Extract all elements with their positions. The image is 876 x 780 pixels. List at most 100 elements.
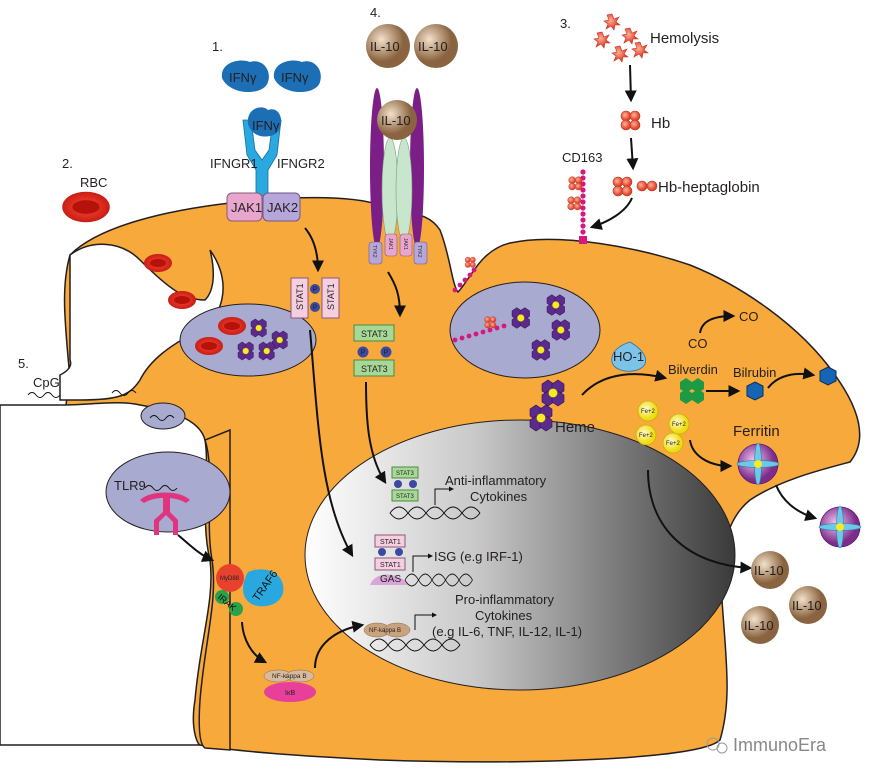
phospho-icon — [409, 480, 417, 488]
ifn-gamma-label: IFNγ — [229, 70, 257, 85]
hb-haptoglobin-icon — [568, 176, 583, 191]
step-3-label: 3. — [560, 16, 571, 31]
il10-label: IL-10 — [418, 39, 448, 54]
arrow-co-export — [699, 310, 736, 334]
iron-ion-icon — [668, 413, 690, 435]
arrow-iron-to-ferritin — [689, 439, 733, 472]
jak1-label: JAK1 — [402, 238, 408, 250]
gas-label: GAS — [380, 574, 401, 585]
il10-receptor-alpha — [395, 137, 413, 243]
tlr9-label: TLR9 — [114, 478, 146, 493]
internalized-cd163 — [452, 267, 507, 343]
myd88-protein — [216, 564, 244, 592]
cpg-dna-icon — [27, 392, 61, 398]
il10-ligand — [414, 24, 458, 68]
nucleus-transcription: STAT3 STAT3 Anti-inflammatory Cytokines … — [363, 466, 582, 652]
phospho-label: P — [384, 350, 389, 357]
gas-element — [370, 574, 410, 585]
rbc-icon — [144, 254, 172, 272]
pro-inflammatory-label: Pro-inflammatory — [455, 592, 554, 607]
transcription-arrow — [434, 486, 454, 505]
hb-haptoglobin-icon — [567, 196, 582, 211]
ifngr2-label: IFNGR2 — [277, 156, 325, 171]
stat1-label: STAT1 — [326, 283, 336, 310]
hb-label: Hb — [651, 115, 670, 132]
tyk2-label: TYK2 — [371, 245, 377, 258]
il10-secreted — [741, 606, 779, 644]
tyk2-label: TYK2 — [416, 245, 422, 258]
hemolysis-fragment-icon — [611, 45, 629, 63]
anti-inflammatory-label: Anti-inflammatory — [445, 473, 547, 488]
transcription-arrow — [412, 553, 433, 572]
wechat-logo-icon — [716, 742, 728, 754]
watermark-text: ImmunoEra — [733, 735, 827, 755]
rbc-icon — [62, 191, 110, 223]
heme-molecule-icon — [511, 307, 530, 329]
il10-bound-label: IL-10 — [381, 113, 411, 128]
phospho-label: P — [361, 350, 366, 357]
il10-secreted — [789, 586, 827, 624]
il10-secreted — [751, 551, 789, 589]
il10-receptor-alpha — [381, 137, 399, 243]
bilirubin-molecule — [819, 366, 837, 386]
heme-molecule-icon — [258, 341, 275, 361]
rbc-phagocytosis: RBC — [62, 175, 288, 361]
il10-label: IL-10 — [744, 618, 774, 633]
heme-molecule-icon — [531, 339, 550, 361]
tlr9-receptor — [140, 492, 190, 535]
nfkb-label: NF-kappa B — [369, 628, 401, 634]
stat3-label: STAT3 — [361, 364, 388, 374]
cpg-label: CpG — [33, 375, 60, 390]
stat3-monomer — [353, 359, 395, 377]
rbc-icon — [168, 291, 196, 309]
bilirubin-molecule — [746, 381, 764, 401]
arrow-stat1-to-nucleus — [309, 329, 354, 558]
jak2-box — [262, 192, 301, 222]
phospho-label: P — [313, 287, 318, 294]
hb-haptoglobin-icon — [464, 256, 476, 268]
haptoglobin-icon — [636, 180, 648, 192]
stat1-monomer — [321, 277, 340, 319]
haptoglobin-icon — [646, 180, 658, 192]
stat1-box — [374, 557, 406, 571]
heme-molecule-icon — [551, 319, 570, 341]
ifn-gamma-pathway: IFNγ IFNγ IFNγ IFNGR1 IFNGR2 JAK1 JAK2 S… — [210, 60, 354, 558]
arrow-complex-to-cd163 — [589, 197, 633, 230]
heme-molecule-icon — [237, 341, 254, 361]
hemolysis-label: Hemolysis — [650, 30, 719, 47]
arrow-hemolysis-to-hb — [624, 64, 637, 103]
ifn-gamma-bound-label: IFNγ — [252, 118, 280, 133]
ferritin-label: Ferritin — [733, 423, 780, 440]
stat3-label: STAT3 — [396, 471, 414, 477]
ho1-label: HO-1 — [613, 349, 644, 364]
transcription-arrow — [414, 612, 437, 630]
ho1-enzyme — [611, 341, 647, 372]
ferritin-icon — [818, 505, 862, 549]
phospho-icon — [395, 548, 403, 556]
il10-bound — [377, 100, 417, 140]
arrow-nfkb-to-nucleus — [314, 620, 365, 669]
ifn-gamma-receptor — [242, 119, 282, 197]
stat1-monomer — [290, 277, 309, 319]
step-5-label: 5. — [18, 356, 29, 371]
phagosome-rbc — [179, 303, 317, 377]
tyk2-box — [413, 241, 428, 265]
stat3-label: STAT3 — [396, 494, 414, 500]
step-2-label: 2. — [62, 156, 73, 171]
arrow-to-nfkb — [241, 621, 268, 664]
phospho-icon — [310, 302, 320, 312]
co-exported-label: CO — [739, 309, 759, 324]
phospho-label: P — [313, 305, 318, 312]
step-1-label: 1. — [212, 39, 223, 54]
ikb-label: IκB — [285, 690, 295, 697]
stat3-label: STAT3 — [361, 329, 388, 339]
heme-metabolism: Heme HO-1 Bilverdin Bilrubin CO CO Fe+2 … — [529, 309, 862, 644]
iron-label: Fe+2 — [641, 409, 656, 415]
ifn-gamma-bound — [247, 107, 282, 137]
bilirubin-label: Bilrubin — [733, 365, 776, 380]
arrow-tlr9-to-myd88 — [177, 534, 215, 562]
ifngr1-label: IFNGR1 — [210, 156, 258, 171]
jak1-box — [226, 192, 263, 222]
rbc-label: RBC — [80, 175, 107, 190]
